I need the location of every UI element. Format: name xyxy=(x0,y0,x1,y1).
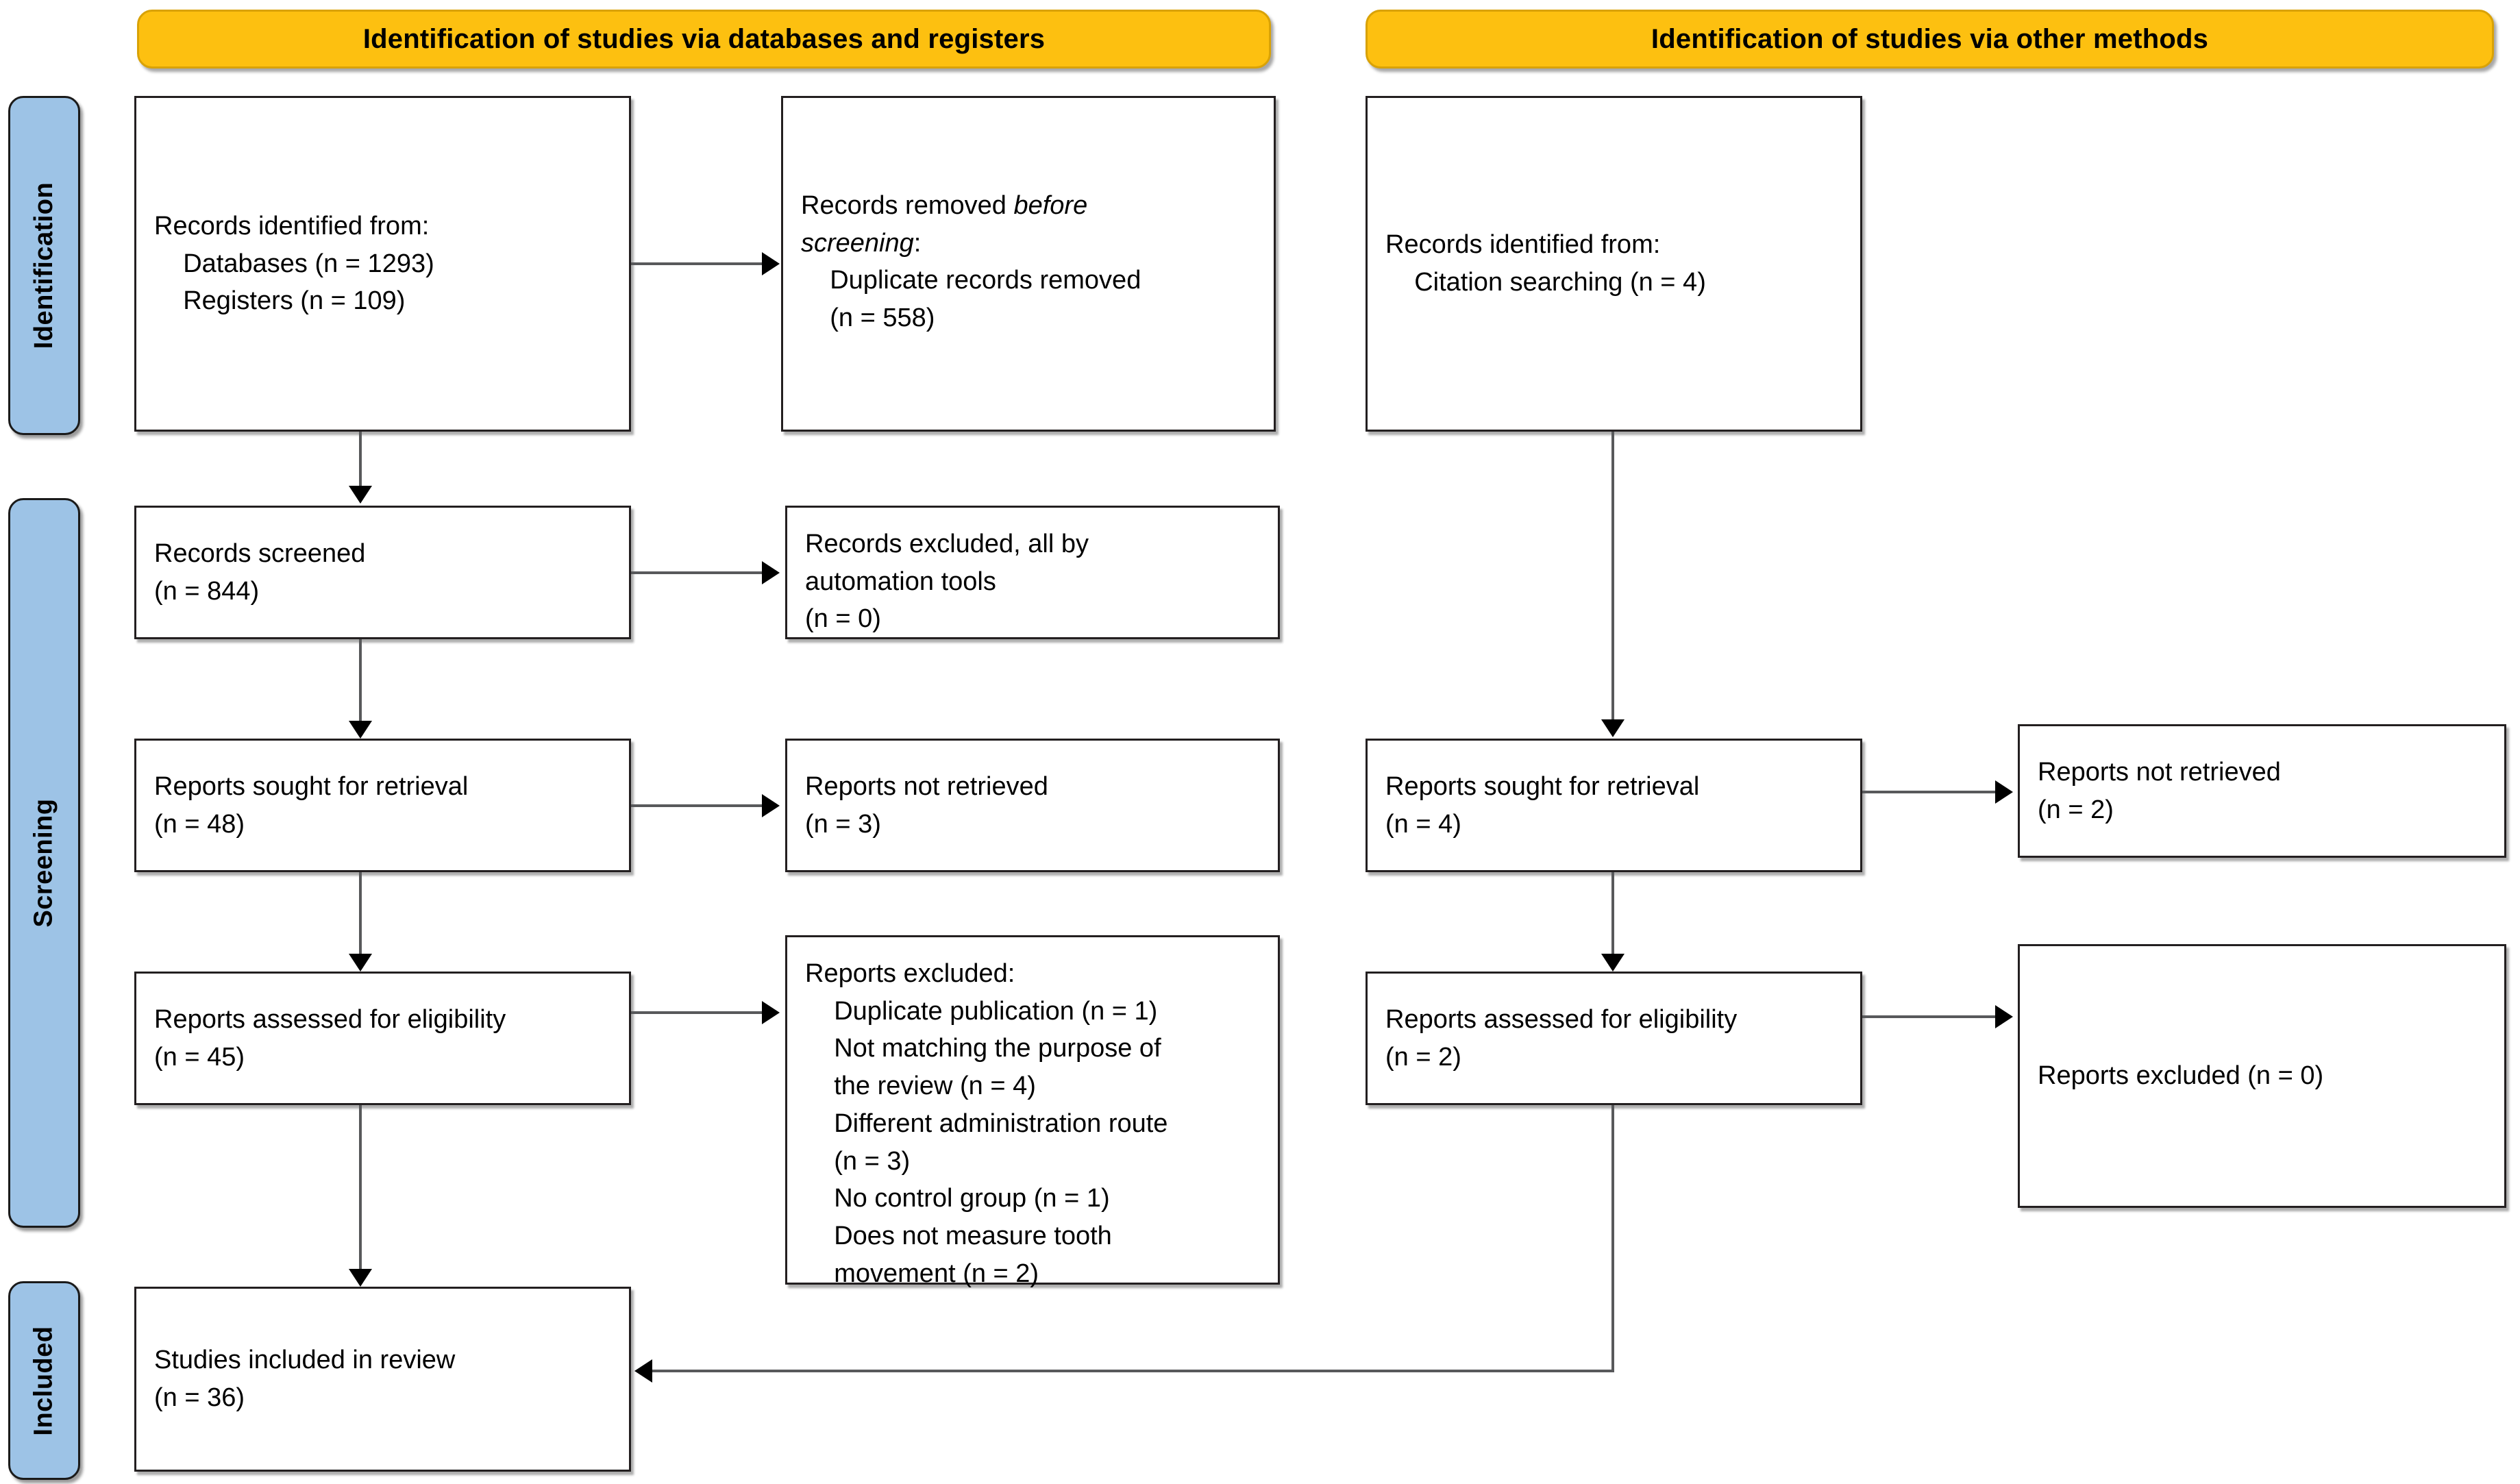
stage-label-included-text: Included xyxy=(29,1325,59,1436)
connector-other-assessed-to-included-horizontal xyxy=(652,1370,1614,1372)
box-records-identified-databases: Records identified from: Databases (n = … xyxy=(134,96,631,432)
box-records-screened: Records screened (n = 844) xyxy=(134,506,631,639)
connector-identified-to-screened xyxy=(359,432,362,490)
box-records-screened-text: Records screened (n = 844) xyxy=(154,539,366,606)
box-records-excluded-automation-text: Records excluded, all by automation tool… xyxy=(805,530,1089,634)
connector-sought-to-assessed xyxy=(359,872,362,958)
arrowhead-identified-to-removed xyxy=(762,252,780,275)
arrowhead-assessed-to-included xyxy=(349,1269,372,1287)
connector-assessed-to-excluded xyxy=(631,1011,765,1014)
box-reports-sought-databases: Reports sought for retrieval (n = 48) xyxy=(134,739,631,872)
box-reports-assessed-other-methods-text: Reports assessed for eligibility (n = 2) xyxy=(1385,1004,1738,1072)
box-reports-assessed-databases-text: Reports assessed for eligibility (n = 45… xyxy=(154,1004,506,1072)
box-studies-included-text: Studies included in review (n = 36) xyxy=(154,1346,456,1412)
connector-sought-to-not-retrieved xyxy=(631,804,765,807)
box-reports-excluded-databases: Reports excluded: Duplicate publication … xyxy=(785,935,1280,1288)
arrowhead-sought-to-assessed xyxy=(349,954,372,972)
box-reports-excluded-other-methods: Reports excluded (n = 0) xyxy=(2018,944,2506,1208)
connector-other-sought-to-assessed xyxy=(1611,872,1614,958)
box-reports-sought-databases-text: Reports sought for retrieval (n = 48) xyxy=(154,771,469,839)
box-reports-sought-other-methods: Reports sought for retrieval (n = 4) xyxy=(1366,739,1862,872)
box-reports-excluded-other-methods-text: Reports excluded (n = 0) xyxy=(2038,1061,2324,1091)
box-reports-not-retrieved-databases-text: Reports not retrieved (n = 3) xyxy=(805,771,1048,839)
box-records-identified-other-methods: Records identified from: Citation search… xyxy=(1366,96,1862,432)
box-studies-included: Studies included in review (n = 36) xyxy=(134,1287,631,1472)
box-records-identified-other-methods-text: Records identified from: Citation search… xyxy=(1385,230,1706,297)
connector-assessed-to-included xyxy=(359,1105,362,1273)
section-header-other-methods-label: Identification of studies via other meth… xyxy=(1651,23,2209,54)
box-records-removed-before-screening-text: Records removed before screening: Duplic… xyxy=(801,191,1141,333)
section-header-databases-label: Identification of studies via databases … xyxy=(362,23,1046,54)
stage-label-identification: Identification xyxy=(8,96,80,435)
connector-other-identified-to-sought xyxy=(1611,432,1614,723)
arrowhead-other-identified-to-sought xyxy=(1601,719,1625,737)
arrowhead-other-assessed-to-excluded xyxy=(1995,1005,2013,1028)
box-reports-excluded-databases-text: Reports excluded: Duplicate publication … xyxy=(805,959,1168,1288)
stage-label-screening: Screening xyxy=(8,498,80,1228)
box-reports-not-retrieved-other-methods: Reports not retrieved (n = 2) xyxy=(2018,724,2506,858)
arrowhead-screened-to-excluded xyxy=(762,561,780,584)
arrowhead-sought-to-not-retrieved xyxy=(762,794,780,817)
box-reports-sought-other-methods-text: Reports sought for retrieval (n = 4) xyxy=(1385,771,1700,839)
arrowhead-other-assessed-to-included xyxy=(634,1359,652,1383)
arrowhead-other-sought-to-not-retrieved xyxy=(1995,780,2013,804)
box-reports-not-retrieved-other-methods-text: Reports not retrieved (n = 2) xyxy=(2038,757,2281,824)
box-reports-not-retrieved-databases: Reports not retrieved (n = 3) xyxy=(785,739,1280,872)
arrowhead-other-sought-to-assessed xyxy=(1601,954,1625,972)
box-records-excluded-automation: Records excluded, all by automation tool… xyxy=(785,506,1280,639)
arrowhead-identified-to-screened xyxy=(349,486,372,504)
stage-label-identification-text: Identification xyxy=(29,182,59,349)
box-records-identified-databases-text: Records identified from: Databases (n = … xyxy=(154,211,434,316)
connector-other-assessed-to-included-vertical xyxy=(1611,1105,1614,1372)
connector-screened-to-excluded xyxy=(631,571,765,574)
connector-other-sought-to-not-retrieved xyxy=(1862,791,1997,793)
box-records-removed-before-screening: Records removed before screening: Duplic… xyxy=(781,96,1276,432)
arrowhead-assessed-to-excluded xyxy=(762,1001,780,1024)
section-header-databases: Identification of studies via databases … xyxy=(137,10,1271,69)
connector-other-assessed-to-excluded xyxy=(1862,1015,1997,1018)
section-header-other-methods: Identification of studies via other meth… xyxy=(1366,10,2494,69)
box-reports-assessed-other-methods: Reports assessed for eligibility (n = 2) xyxy=(1366,972,1862,1105)
connector-identified-to-removed xyxy=(631,262,765,265)
connector-screened-to-sought xyxy=(359,639,362,725)
stage-label-screening-text: Screening xyxy=(29,798,59,928)
box-reports-assessed-databases: Reports assessed for eligibility (n = 45… xyxy=(134,972,631,1105)
stage-label-included: Included xyxy=(8,1281,80,1480)
arrowhead-screened-to-sought xyxy=(349,721,372,739)
